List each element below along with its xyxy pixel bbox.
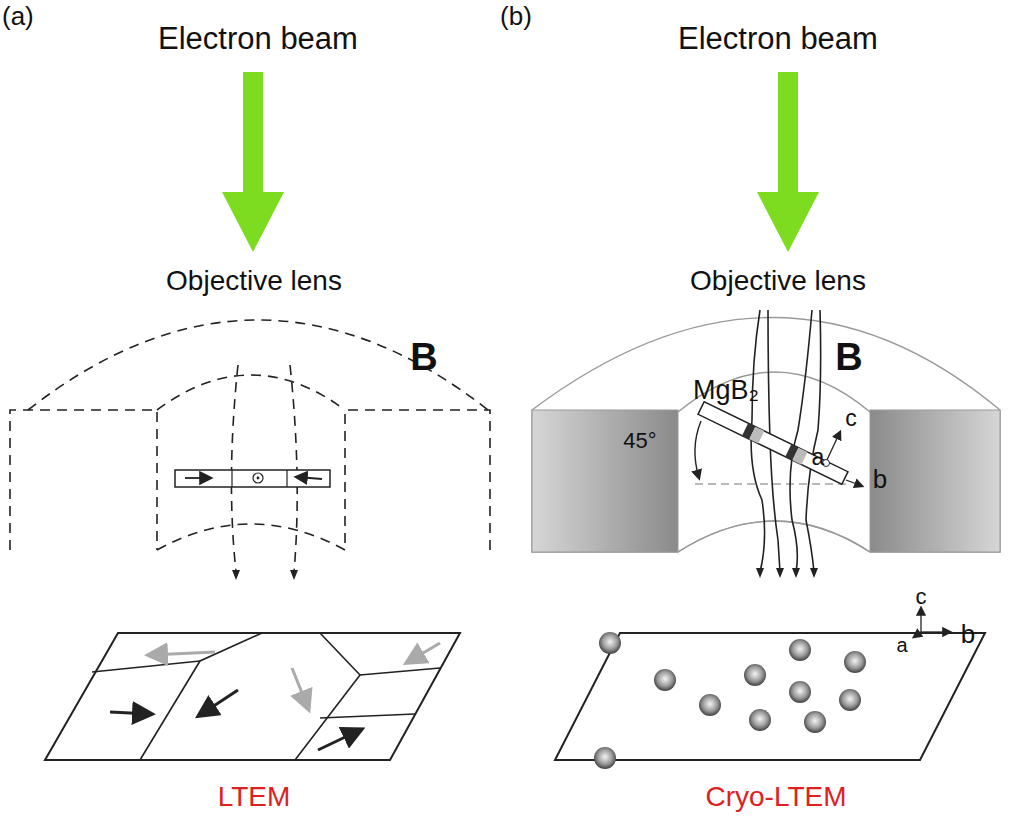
beam-label: Electron beam [158,23,358,54]
dashed-lens [10,320,490,572]
vortex [804,711,826,733]
vortex [699,694,721,716]
domain-map [45,633,460,760]
axis-label: b [961,621,975,647]
vortex [839,689,861,711]
sample-label: MgB₂ [693,377,759,404]
beam-label: Electron beam [678,23,878,54]
axis-label: a [812,446,825,469]
vortex [599,632,621,654]
beam-arrows [222,72,819,252]
vortex [654,669,676,691]
lens-label: Objective lens [690,267,866,295]
panel-label: (a) [2,3,34,29]
vortex [749,709,771,731]
method-label: LTEM [218,783,291,811]
axis-label: a [896,635,907,655]
field-symbol: B [410,338,437,376]
lens-label: Objective lens [166,267,342,295]
axis-label: b [873,466,887,492]
field-symbol: B [835,338,862,376]
ltem-sample [175,470,330,487]
objective-lens [532,318,1000,553]
mgb2-sample [698,402,848,485]
method-label: Cryo-LTEM [705,783,846,811]
angle-label: 45° [623,430,656,452]
vortex [844,651,866,673]
vortex [789,681,811,703]
vortex [744,664,766,686]
panel-label: (b) [500,3,532,29]
vortex-map [555,608,985,769]
axis-label: c [916,586,927,608]
vortex [789,639,811,661]
vortex [594,747,616,769]
axis-label: c [845,407,857,430]
